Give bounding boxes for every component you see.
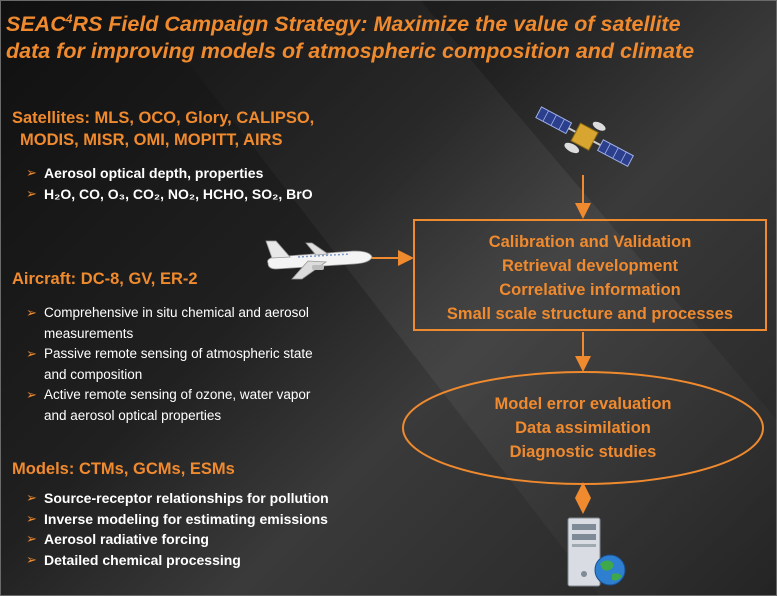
aircraft-heading: Aircraft: DC-8, GV, ER-2: [12, 270, 198, 288]
arrow-bullet-icon: ➢: [26, 510, 37, 526]
computer-tower-icon: [567, 517, 626, 587]
title-line-1: SEAC4RS Field Campaign Strategy: Maximiz…: [6, 12, 681, 37]
list-item: ➢Comprehensive in situ chemical and aero…: [26, 305, 309, 341]
box-line: Correlative information: [499, 281, 681, 299]
arrow-bullet-icon: ➢: [26, 346, 37, 361]
arrow-bullet-icon: ➢: [26, 305, 37, 320]
ellipse-line: Diagnostic studies: [509, 443, 657, 461]
satellites-heading: Satellites: MLS, OCO, Glory, CALIPSO, MO…: [12, 109, 315, 149]
box-line: Calibration and Validation: [488, 233, 692, 251]
list-item: ➢Active remote sensing of ozone, water v…: [26, 387, 311, 423]
models-bullets: ➢Source-receptor relationships for pollu…: [26, 488, 398, 570]
slide-title: SEAC4RS Field Campaign Strategy: Maximiz…: [6, 6, 771, 65]
satellites-bullets: ➢Aerosol optical depth, properties ➢H₂O,…: [26, 163, 366, 204]
arrow-bullet-icon: ➢: [26, 551, 37, 567]
arrow-bullet-icon: ➢: [26, 185, 37, 201]
arrow-bullet-icon: ➢: [26, 165, 37, 180]
ellipse-text: Model error evaluation Data assimilation…: [418, 392, 748, 464]
arrow-bullet-icon: ➢: [26, 387, 37, 402]
ellipse-line: Data assimilation: [515, 419, 651, 437]
list-item: ➢Aerosol optical depth, properties: [26, 163, 366, 184]
airplane-icon: [265, 240, 373, 280]
list-item: ➢H₂O, CO, O₃, CO₂, NO₂, HCHO, SO₂, BrO: [26, 184, 366, 205]
models-heading: Models: CTMs, GCMs, ESMs: [12, 460, 235, 478]
list-item: ➢Passive remote sensing of atmospheric s…: [26, 346, 313, 382]
globe-icon: [594, 554, 626, 586]
list-item: ➢Detailed chemical processing: [26, 550, 398, 571]
satellite-icon: [535, 106, 634, 168]
ellipse-line: Model error evaluation: [494, 395, 672, 413]
list-item: ➢Source-receptor relationships for pollu…: [26, 488, 398, 509]
list-item: ➢Inverse modeling for estimating emissio…: [26, 509, 398, 530]
arrow-bullet-icon: ➢: [26, 531, 37, 546]
aircraft-bullets: ➢Comprehensive in situ chemical and aero…: [26, 303, 398, 426]
calibration-box: Calibration and Validation Retrieval dev…: [413, 219, 767, 331]
box-line: Small scale structure and processes: [446, 305, 734, 323]
title-line-2: data for improving models of atmospheric…: [6, 39, 695, 64]
box-line: Retrieval development: [501, 257, 679, 275]
arrow-bullet-icon: ➢: [26, 490, 37, 505]
list-item: ➢Aerosol radiative forcing: [26, 529, 398, 550]
